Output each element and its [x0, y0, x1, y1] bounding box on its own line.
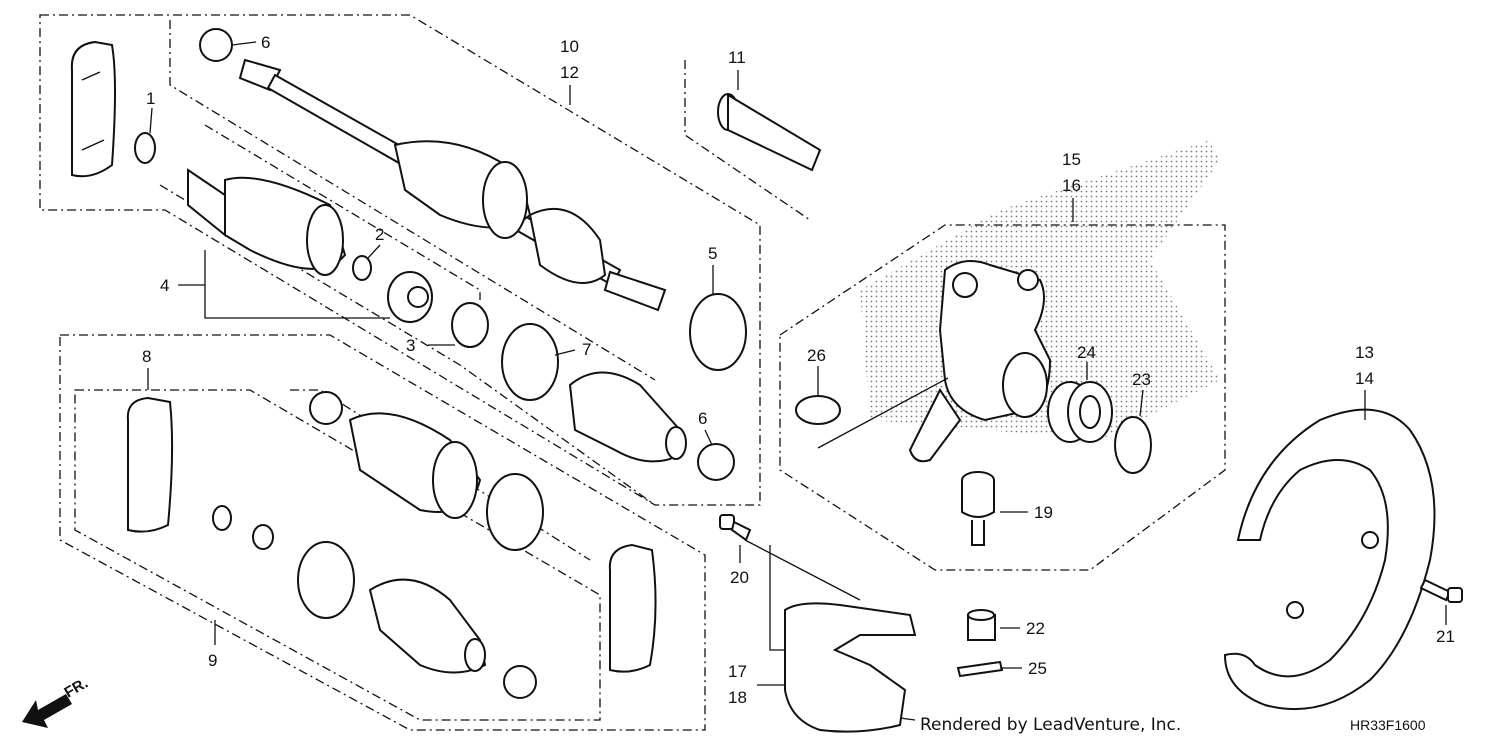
clamp-small-b: [503, 665, 537, 699]
circlip-small: [212, 505, 232, 531]
bolt-21: [1419, 578, 1463, 603]
shaft-11: [717, 93, 822, 172]
diagram-code: HR33F1600: [1350, 717, 1426, 733]
callout-24: 24: [1077, 343, 1096, 362]
clamp-band-low: [297, 541, 355, 619]
clamp-band-mid: [486, 473, 544, 551]
callout-22: 22: [1026, 619, 1045, 638]
knuckle-arm: [784, 602, 917, 733]
boot-lower-9: [368, 578, 487, 674]
callout-14: 14: [1355, 369, 1374, 388]
callout-16: 16: [1062, 176, 1081, 195]
clamp-band-5: [689, 293, 747, 371]
callout-9: 9: [208, 651, 217, 670]
knuckle: [908, 260, 1052, 463]
callout-2: 2: [375, 225, 384, 244]
clamp-small-a: [309, 391, 343, 425]
splash-guard: [1223, 408, 1436, 711]
circlip-1: [134, 132, 156, 164]
castle-nut-22: [967, 609, 996, 641]
clamp-band-7: [501, 323, 559, 401]
callout-6-top: 6: [261, 33, 270, 52]
bearing-24: [1047, 381, 1113, 443]
callout-13: 13: [1355, 343, 1374, 362]
callout-23: 23: [1132, 370, 1151, 389]
callout-6-right: 6: [698, 409, 707, 428]
front-arrow-icon: [22, 694, 72, 728]
clip-26: [795, 395, 841, 425]
ring-2: [352, 255, 372, 281]
callout-4: 4: [160, 276, 169, 295]
callout-11: 11: [728, 48, 746, 67]
callout-21: 21: [1436, 627, 1455, 646]
ring-small: [252, 524, 274, 550]
callout-15: 15: [1062, 150, 1081, 169]
callout-26: 26: [807, 346, 826, 365]
callout-12: 12: [560, 63, 579, 82]
callout-3: 3: [406, 336, 415, 355]
grease-pack-right: [608, 543, 657, 673]
boot-7: [568, 371, 687, 463]
callout-18: 18: [728, 688, 747, 707]
callout-7: 7: [582, 340, 591, 359]
front-direction-indicator: FR.: [22, 675, 91, 728]
callout-5: 5: [708, 244, 717, 263]
leader-lines: [147, 41, 1447, 721]
grease-pack-top: [70, 40, 116, 178]
callout-1: 1: [146, 89, 155, 108]
drive-shaft: [238, 58, 667, 312]
boot-upper-8: [348, 412, 482, 519]
rendered-by-credit: Rendered by LeadVenture, Inc.: [920, 715, 1181, 735]
callout-10: 10: [560, 37, 579, 56]
circlip-23: [1114, 416, 1152, 474]
callout-25: 25: [1028, 659, 1047, 678]
callout-20: 20: [730, 568, 749, 587]
callout-19: 19: [1034, 503, 1053, 522]
cv-joint-outer: [187, 168, 433, 323]
grease-pack-left: [126, 396, 174, 533]
callout-labels: 1 6 10 12 11 2 4 3 5 7 6 8 9 15 16 24 23…: [142, 33, 1455, 707]
clamp-6-top: [199, 28, 233, 62]
callout-8: 8: [142, 347, 151, 366]
bolt-20: [719, 514, 752, 542]
callout-17: 17: [728, 662, 747, 681]
clamp-6-right: [697, 443, 735, 481]
circlip-3: [451, 302, 489, 348]
cotter-pin-25: [956, 660, 1004, 678]
ball-joint-19: [961, 471, 995, 546]
